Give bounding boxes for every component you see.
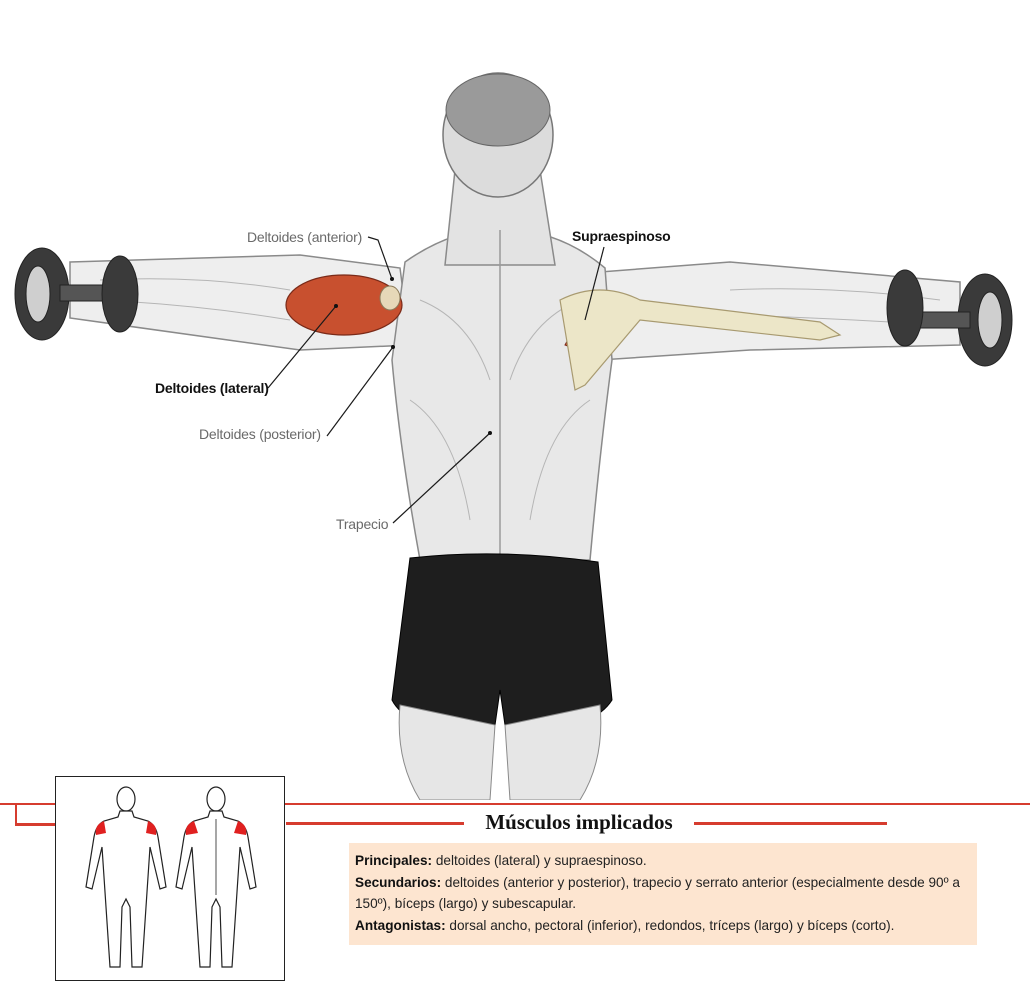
leader-trapecio: [392, 432, 491, 524]
title-rule-right: [694, 822, 887, 825]
label-deltoides-anterior: Deltoides (anterior): [247, 229, 363, 245]
right-dumbbell: [886, 269, 1013, 367]
anatomy-illustration: [14, 72, 1013, 800]
scapula-bone: [559, 289, 842, 391]
principales-line: Principales: deltoides (lateral) y supra…: [355, 850, 971, 872]
secundarios-line: Secundarios: deltoides (anterior y poste…: [355, 872, 971, 915]
antagonistas-label: Antagonistas:: [355, 917, 446, 933]
divider-rule-left-vertical: [15, 803, 17, 825]
back-deltoid-left: [185, 821, 198, 835]
body-map-thumbnail: [55, 776, 285, 981]
leader-deltoides-lateral: [267, 305, 337, 389]
label-deltoides-posterior: Deltoides (posterior): [199, 426, 321, 442]
label-trapecio: Trapecio: [336, 516, 389, 532]
leader-deltoides-posterior: [326, 346, 394, 437]
front-deltoid-left: [95, 821, 106, 835]
hair: [445, 73, 551, 147]
torso: [391, 227, 613, 561]
back-deltoid-right: [234, 821, 247, 835]
shorts: [391, 553, 613, 728]
muscles-info-box: Principales: deltoides (lateral) y supra…: [349, 843, 977, 945]
section-title: Músculos implicados: [485, 810, 673, 834]
left-dumbbell: [14, 247, 139, 341]
antagonistas-line: Antagonistas: dorsal ancho, pectoral (in…: [355, 915, 971, 937]
divider-rule-left-horizontal: [15, 823, 57, 826]
secundarios-text: deltoides (anterior y posterior), trapec…: [355, 874, 960, 912]
leader-deltoides-anterior: [367, 236, 393, 280]
front-body-icon: [85, 786, 167, 968]
title-rule-left: [286, 822, 464, 825]
front-deltoid-right: [146, 821, 157, 835]
label-deltoides-lateral: Deltoides (lateral): [155, 380, 269, 396]
divider-rule: [0, 803, 1030, 805]
leader-supraespinoso: [584, 246, 605, 321]
label-supraespinoso: Supraespinoso: [572, 228, 671, 244]
deltoid-lateral-highlight: [285, 274, 403, 336]
antagonistas-text: dorsal ancho, pectoral (inferior), redon…: [445, 917, 895, 933]
secundarios-label: Secundarios:: [355, 874, 442, 890]
principales-text: deltoides (lateral) y supraespinoso.: [432, 853, 647, 868]
principales-label: Principales:: [355, 853, 433, 868]
